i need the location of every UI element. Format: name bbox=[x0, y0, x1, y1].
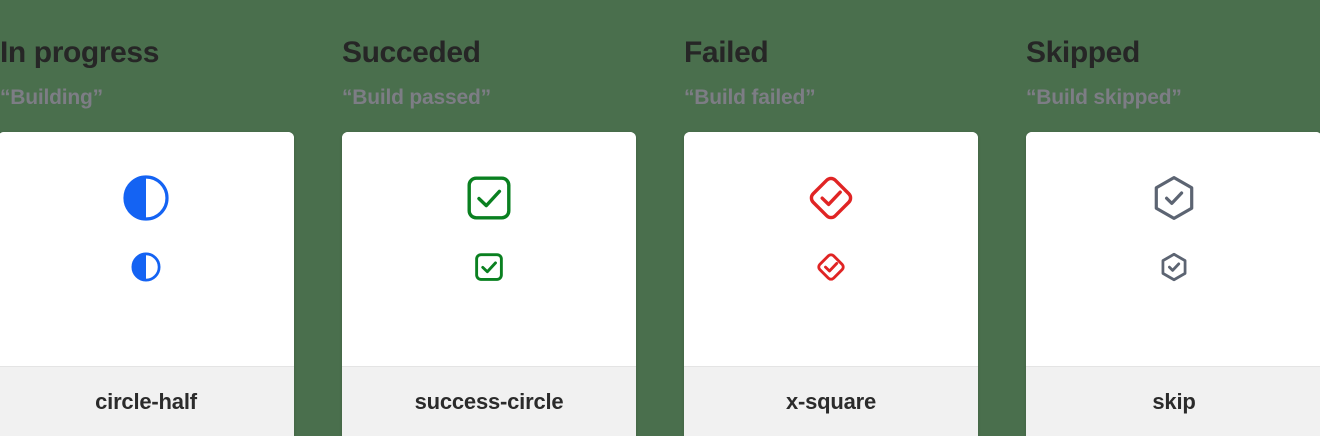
icon-name-label: circle-half bbox=[95, 388, 197, 414]
icon-card-body bbox=[684, 132, 978, 366]
icon-name-label: x-square bbox=[785, 388, 877, 414]
icon-card-body bbox=[1026, 132, 1320, 366]
status-column-in-progress: In progress “Building” bbox=[0, 0, 294, 436]
icon-card-footer: skip bbox=[1026, 366, 1320, 436]
status-title: Succeded bbox=[342, 36, 481, 69]
skip-icon bbox=[1150, 174, 1198, 222]
status-title: Skipped bbox=[1026, 36, 1140, 69]
circle-half-icon-small bbox=[131, 252, 161, 282]
icon-card-success-circle[interactable]: success-circle bbox=[342, 132, 636, 436]
icon-card-circle-half[interactable]: circle-half bbox=[0, 132, 294, 436]
icon-card-footer: success-circle bbox=[342, 366, 636, 436]
icon-card-x-square[interactable]: x-square bbox=[684, 132, 978, 436]
icon-card-body bbox=[342, 132, 636, 366]
icon-card-footer: x-square bbox=[684, 366, 978, 436]
x-square-icon-small bbox=[816, 252, 846, 282]
icon-card-body bbox=[0, 132, 294, 366]
status-column-failed: Failed “Build failed” bbox=[684, 0, 978, 436]
x-square-icon bbox=[807, 174, 855, 222]
status-quote: “Building” bbox=[0, 85, 103, 109]
circle-half-icon bbox=[122, 174, 170, 222]
status-heading-group: Failed “Build failed” bbox=[684, 0, 978, 132]
success-circle-icon-small bbox=[474, 252, 504, 282]
status-heading-group: Skipped “Build skipped” bbox=[1026, 0, 1320, 132]
icon-name-label: skip bbox=[1152, 388, 1196, 414]
status-quote: “Build passed” bbox=[342, 85, 491, 109]
icon-card-footer: circle-half bbox=[0, 366, 294, 436]
status-title: Failed bbox=[684, 36, 769, 69]
success-circle-icon bbox=[465, 174, 513, 222]
status-heading-group: In progress “Building” bbox=[0, 0, 294, 132]
status-heading-group: Succeded “Build passed” bbox=[342, 0, 636, 132]
status-quote: “Build skipped” bbox=[1026, 85, 1182, 109]
status-column-skipped: Skipped “Build skipped” bbox=[1026, 0, 1320, 436]
icon-card-skip[interactable]: skip bbox=[1026, 132, 1320, 436]
skip-icon-small bbox=[1159, 252, 1189, 282]
icon-name-label: success-circle bbox=[414, 388, 564, 414]
status-column-succeded: Succeded “Build passed” bbox=[342, 0, 636, 436]
status-title: In progress bbox=[0, 36, 159, 69]
status-quote: “Build failed” bbox=[684, 85, 816, 109]
